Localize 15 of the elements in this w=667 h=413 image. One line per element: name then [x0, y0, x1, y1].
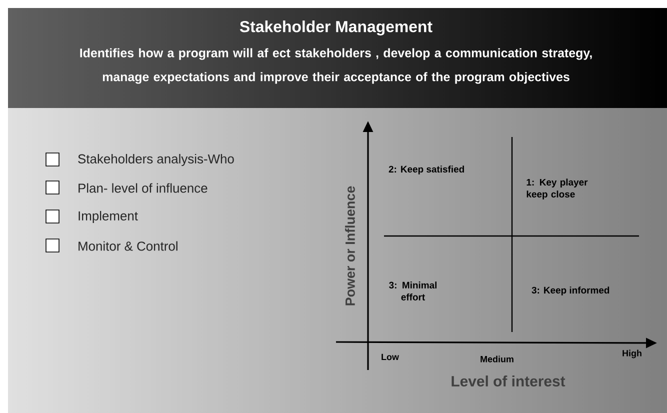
quadrant-label: 1: Key player keep close: [526, 178, 588, 200]
subtitle: Identifies how a program will af ect stakeholders , develop a communication strategy, manage expectations and improve their acceptance of the program objectives: [80, 48, 592, 84]
quadrant-label: 3: Keep informed: [532, 286, 610, 296]
axis-label: Power or Influence: [345, 186, 355, 306]
axis-label: Level of interest: [452, 376, 566, 386]
title: Stakeholder Management: [240, 20, 432, 36]
quadrant-label: 2: Keep satisfied: [388, 166, 464, 174]
quadrant-label: 3: Minimal effort: [389, 282, 436, 300]
list-item: Monitor & Control: [78, 241, 178, 251]
tick-label: High: [622, 350, 642, 358]
list-item: Plan- level of influence: [78, 183, 208, 193]
tick-label: Low: [382, 354, 399, 360]
list-item: Implement: [78, 210, 138, 224]
tick-label: Medium: [480, 356, 514, 362]
list-item: Stakeholders analysis-Who: [78, 154, 234, 166]
